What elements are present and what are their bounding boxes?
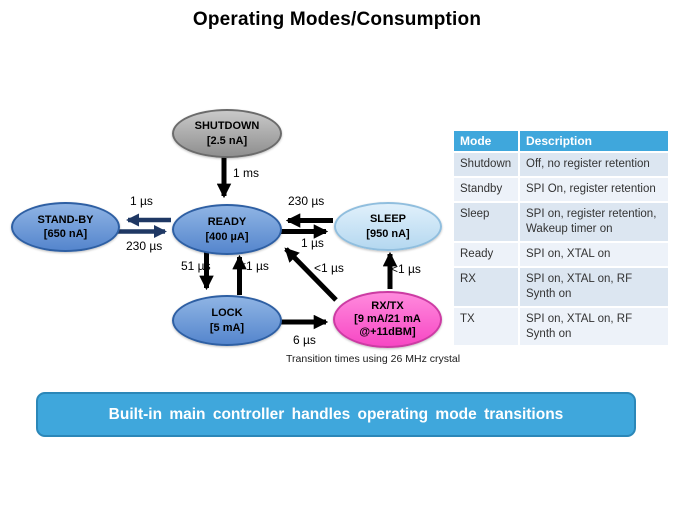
mode-cell: Sleep (454, 202, 518, 241)
mode-description-table: Mode Description Shutdown Off, no regist… (452, 129, 670, 348)
page-title: Operating Modes/Consumption (192, 9, 482, 30)
description-cell: SPI on, register retention, Wakeup timer… (520, 202, 668, 241)
table-row: Shutdown Off, no register retention (454, 153, 668, 176)
node-shutdown-label: SHUTDOWN (194, 120, 260, 133)
node-ready: READY [400 µA] (172, 204, 282, 255)
description-cell: SPI On, register retention (520, 177, 668, 201)
label-rxtx-to-sleep: <1 µs (391, 262, 421, 276)
label-standby-to-ready: 230 µs (126, 239, 163, 253)
node-shutdown: SHUTDOWN [2.5 nA] (172, 109, 282, 158)
table-header-row: Mode Description (454, 131, 668, 151)
mode-cell: TX (454, 307, 518, 346)
bottom-banner: Built-in main controller handles operati… (36, 392, 636, 437)
label-ready-to-sleep: 1 µs (301, 236, 324, 250)
description-cell: SPI on, XTAL on (520, 242, 668, 266)
label-ready-to-lock: 51 µs (181, 259, 211, 273)
column-header-mode: Mode (454, 131, 518, 151)
mode-cell: Ready (454, 242, 518, 266)
label-sleep-to-ready: 230 µs (288, 194, 325, 208)
node-standby-value: [650 nA] (43, 228, 88, 240)
table-row: RX SPI on, XTAL on, RF Synth on (454, 267, 668, 306)
description-cell: SPI on, XTAL on, RF Synth on (520, 307, 668, 346)
table-row: Ready SPI on, XTAL on (454, 242, 668, 266)
node-standby-label: STAND-BY (37, 213, 94, 226)
mode-cell: Standby (454, 177, 518, 201)
arrow-rxtx-to-ready (284, 247, 338, 302)
node-ready-value: [400 µA] (205, 230, 249, 243)
label-lock-to-ready: <1 µs (239, 259, 269, 273)
node-rxtx-value: [9 mA/21 mA (354, 312, 421, 325)
label-rxtx-to-ready: <1 µs (314, 261, 344, 275)
node-lock: LOCK [5 mA] (172, 295, 282, 346)
column-header-description: Description (520, 131, 668, 151)
node-rxtx-value2: @+11dBM] (359, 326, 416, 339)
node-ready-label: READY (207, 216, 247, 229)
label-shutdown-to-ready: 1 ms (233, 166, 260, 180)
node-sleep: SLEEP [950 nA] (334, 202, 442, 251)
node-shutdown-value: [2.5 nA] (206, 134, 248, 147)
node-sleep-value: [950 nA] (366, 227, 410, 240)
node-rxtx-label: RX/TX (371, 299, 404, 312)
description-cell: Off, no register retention (520, 153, 668, 176)
table-row: Sleep SPI on, register retention, Wakeup… (454, 202, 668, 241)
node-lock-value: [5 mA] (209, 321, 245, 334)
label-ready-to-standby: 1 µs (130, 194, 153, 208)
table-row: Standby SPI On, register retention (454, 177, 668, 201)
mode-cell: RX (454, 267, 518, 306)
description-cell: SPI on, XTAL on, RF Synth on (520, 267, 668, 306)
banner-text: Built-in main controller handles operati… (108, 405, 564, 423)
node-rxtx: RX/TX [9 mA/21 mA @+11dBM] (333, 291, 442, 348)
mode-cell: Shutdown (454, 153, 518, 176)
node-standby: STAND-BY [650 nA] (11, 202, 120, 252)
node-sleep-label: SLEEP (369, 213, 407, 226)
label-lock-to-rxtx: 6 µs (293, 333, 316, 347)
node-lock-label: LOCK (211, 307, 243, 320)
diagram-caption: Transition times using 26 MHz crystal (286, 353, 461, 365)
table-row: TX SPI on, XTAL on, RF Synth on (454, 307, 668, 346)
